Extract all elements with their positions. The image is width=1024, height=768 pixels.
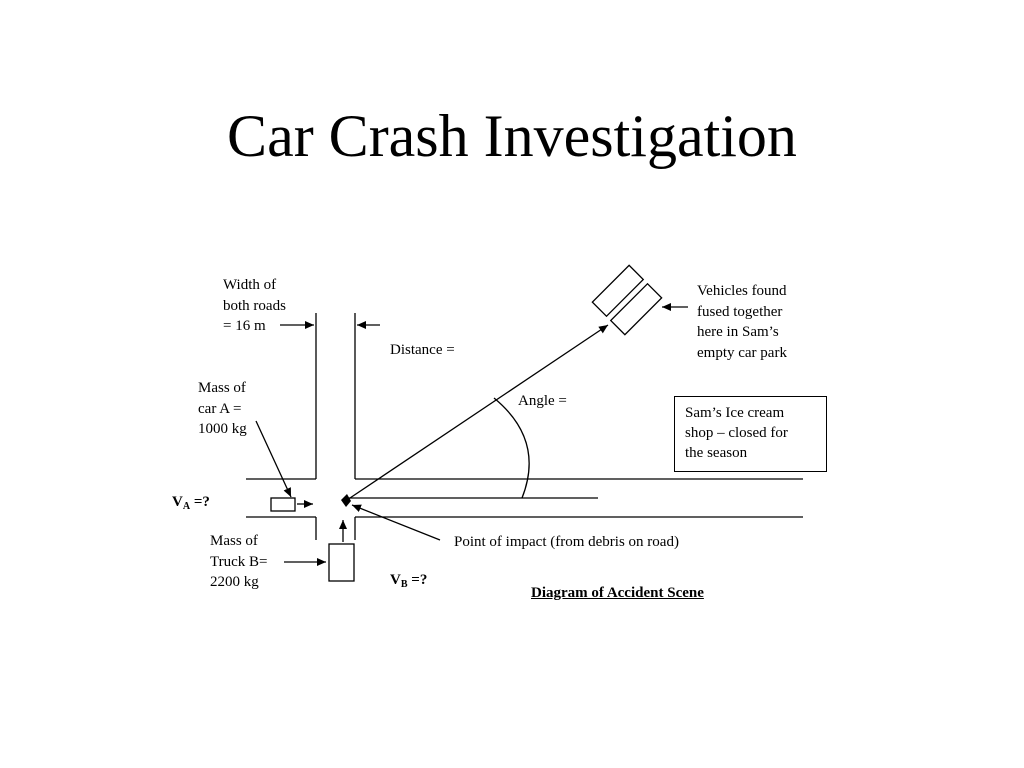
angle-label: Angle = bbox=[518, 393, 567, 409]
fused-vehicles bbox=[591, 264, 663, 336]
mass-a-pointer bbox=[255, 420, 292, 498]
page-title: Car Crash Investigation bbox=[227, 103, 797, 169]
trajectory-arrow bbox=[346, 324, 609, 501]
impact-point-marker bbox=[341, 494, 351, 507]
distance-label: Distance = bbox=[390, 342, 455, 358]
mass-b-label: Mass of Truck B= 2200 kg bbox=[210, 533, 268, 590]
angle-arc bbox=[493, 397, 530, 499]
truck-b bbox=[328, 543, 355, 582]
impact-pointer bbox=[351, 504, 441, 541]
vehicles-found-label: Vehicles found fused together here in Sa… bbox=[697, 283, 787, 361]
ice-cream-shop-box: Sam’s Ice cream shop – closed for the se… bbox=[674, 396, 827, 472]
mass-a-label: Mass of car A = 1000 kg bbox=[198, 380, 247, 437]
velocity-a-label: VA =? bbox=[172, 494, 210, 512]
diagram-caption: Diagram of Accident Scene bbox=[531, 585, 704, 601]
car-a bbox=[270, 497, 296, 512]
impact-label: Point of impact (from debris on road) bbox=[454, 534, 679, 550]
velocity-b-label: VB =? bbox=[390, 572, 428, 590]
width-label: Width of both roads = 16 m bbox=[223, 277, 286, 334]
